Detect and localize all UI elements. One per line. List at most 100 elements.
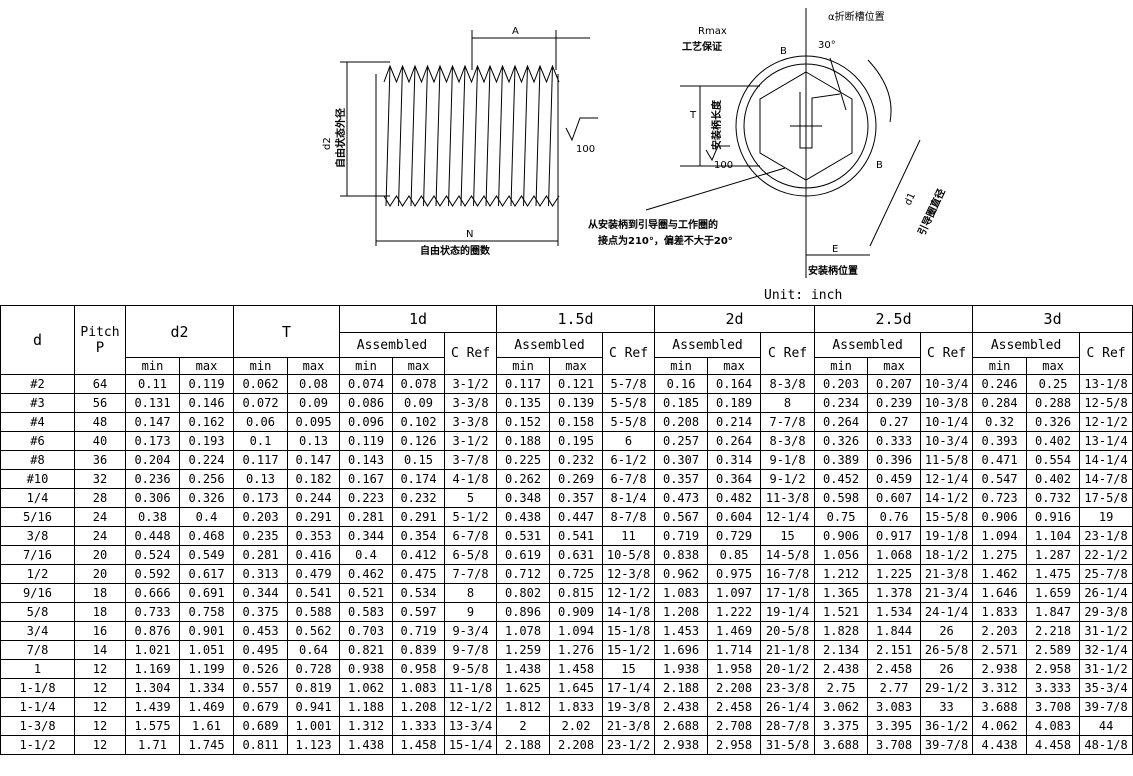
table-cell: 2.188 <box>496 735 551 755</box>
table-cell: 2.589 <box>1026 640 1081 660</box>
table-cell: 28 <box>74 488 126 508</box>
table-cell: 3-1/2 <box>443 374 498 394</box>
table-cell: 12 <box>74 678 126 698</box>
table-cell: 0.164 <box>707 374 762 394</box>
table-cell: 0.819 <box>287 678 340 698</box>
table-cell: 10-3/4 <box>920 431 974 451</box>
table-cell: 0.121 <box>549 374 604 394</box>
table-cell: 3.375 <box>814 716 869 736</box>
table-cell: 8 <box>760 393 816 413</box>
table-cell: 3.708 <box>1026 697 1081 717</box>
table-cell: #4 <box>0 412 75 432</box>
table-cell: 21-3/8 <box>920 564 974 584</box>
header-pitch: Pitch P <box>74 305 126 375</box>
table-cell: 0.119 <box>179 374 234 394</box>
table-cell: 2.151 <box>867 640 922 660</box>
table-cell: 3.312 <box>972 678 1028 698</box>
table-cell: 1.333 <box>392 716 445 736</box>
table-cell: 0.15 <box>392 450 445 470</box>
table-cell: 0.256 <box>179 469 234 489</box>
table-cell: 29-3/8 <box>1079 602 1133 622</box>
table-cell: 0.09 <box>392 393 445 413</box>
table-cell: 0.235 <box>233 526 288 546</box>
table-cell: 16 <box>74 621 126 641</box>
table-cell: #6 <box>0 431 75 451</box>
table-cell: 0.364 <box>707 469 762 489</box>
table-cell: 0.262 <box>496 469 551 489</box>
table-cell: 1/4 <box>0 488 75 508</box>
table-cell: 1.521 <box>814 602 869 622</box>
table-cell: 17-1/4 <box>602 678 656 698</box>
table-cell: 1.062 <box>339 678 393 698</box>
table-cell: 0.876 <box>125 621 180 641</box>
coil-line <box>548 65 553 207</box>
table-cell: 0.06 <box>233 412 288 432</box>
table-cell: 0.689 <box>233 716 288 736</box>
table-cell: 0.554 <box>1026 450 1081 470</box>
table-cell: 1.828 <box>814 621 869 641</box>
table-cell: 0.207 <box>867 374 922 394</box>
header-max: max <box>549 357 604 375</box>
table-cell: 0.396 <box>867 450 922 470</box>
header-min: min <box>654 357 709 375</box>
table-cell: 1.068 <box>867 545 922 565</box>
table-cell: 21-1/8 <box>760 640 816 660</box>
table-cell: 4.438 <box>972 735 1028 755</box>
table-cell: 56 <box>74 393 126 413</box>
table-cell: 0.096 <box>339 412 393 432</box>
table-cell: 2.688 <box>654 716 709 736</box>
table-cell: 1-3/8 <box>0 716 75 736</box>
thread-profile <box>383 195 560 207</box>
table-cell: 12-1/4 <box>920 469 974 489</box>
table-cell: 12 <box>74 716 126 736</box>
table-cell: 1-1/2 <box>0 735 75 755</box>
tang-position-label: 安装柄位置 <box>808 264 858 277</box>
table-cell: 2.958 <box>707 735 762 755</box>
table-cell: 5/8 <box>0 602 75 622</box>
table-cell: 0.719 <box>392 621 445 641</box>
table-cell: 12 <box>74 659 126 679</box>
header-d: d <box>0 305 75 375</box>
table-cell: 1.469 <box>179 697 234 717</box>
table-cell: 12-3/8 <box>602 564 656 584</box>
table-cell: 0.182 <box>287 469 340 489</box>
table-cell: 0.541 <box>287 583 340 603</box>
table-cell: 2.571 <box>972 640 1028 660</box>
table-cell: 3.395 <box>867 716 922 736</box>
table-cell: 10-1/4 <box>920 412 974 432</box>
header-d2: d2 <box>125 305 234 358</box>
table-cell: 0.189 <box>707 393 762 413</box>
table-cell: 12 <box>74 735 126 755</box>
header-T: T <box>233 305 340 358</box>
table-cell: 5-1/2 <box>443 507 498 527</box>
table-cell: 0.193 <box>179 431 234 451</box>
table-cell: 6-7/8 <box>602 469 656 489</box>
header-group-2d: 2d <box>654 305 816 333</box>
table-cell: 0.547 <box>972 469 1028 489</box>
table-cell: 44 <box>1079 716 1133 736</box>
header-c-ref: C Ref <box>920 332 974 375</box>
table-cell: 2.438 <box>814 659 869 679</box>
table-cell: 1.645 <box>549 678 604 698</box>
table-cell: 26-1/4 <box>760 697 816 717</box>
table-cell: 0.284 <box>972 393 1028 413</box>
table-cell: 19-1/8 <box>920 526 974 546</box>
header-group-2-5d: 2.5d <box>814 305 974 333</box>
table-cell: 1.438 <box>339 735 393 755</box>
header-group-1d: 1d <box>338 305 498 333</box>
table-cell: 0.906 <box>814 526 869 546</box>
table-cell: 0.353 <box>287 526 340 546</box>
table-cell: 35-3/4 <box>1079 678 1133 698</box>
table-cell: 6 <box>602 431 656 451</box>
table-cell: 7/8 <box>0 640 75 660</box>
note-line-1: 从安装柄到引导圈与工作圈的 <box>588 218 718 231</box>
alpha-notch-label: α折断槽位置 <box>828 10 885 23</box>
table-cell: 9-1/2 <box>760 469 816 489</box>
table-cell: 2.938 <box>972 659 1028 679</box>
table-cell: 33 <box>920 697 974 717</box>
table-cell: 1.696 <box>654 640 709 660</box>
